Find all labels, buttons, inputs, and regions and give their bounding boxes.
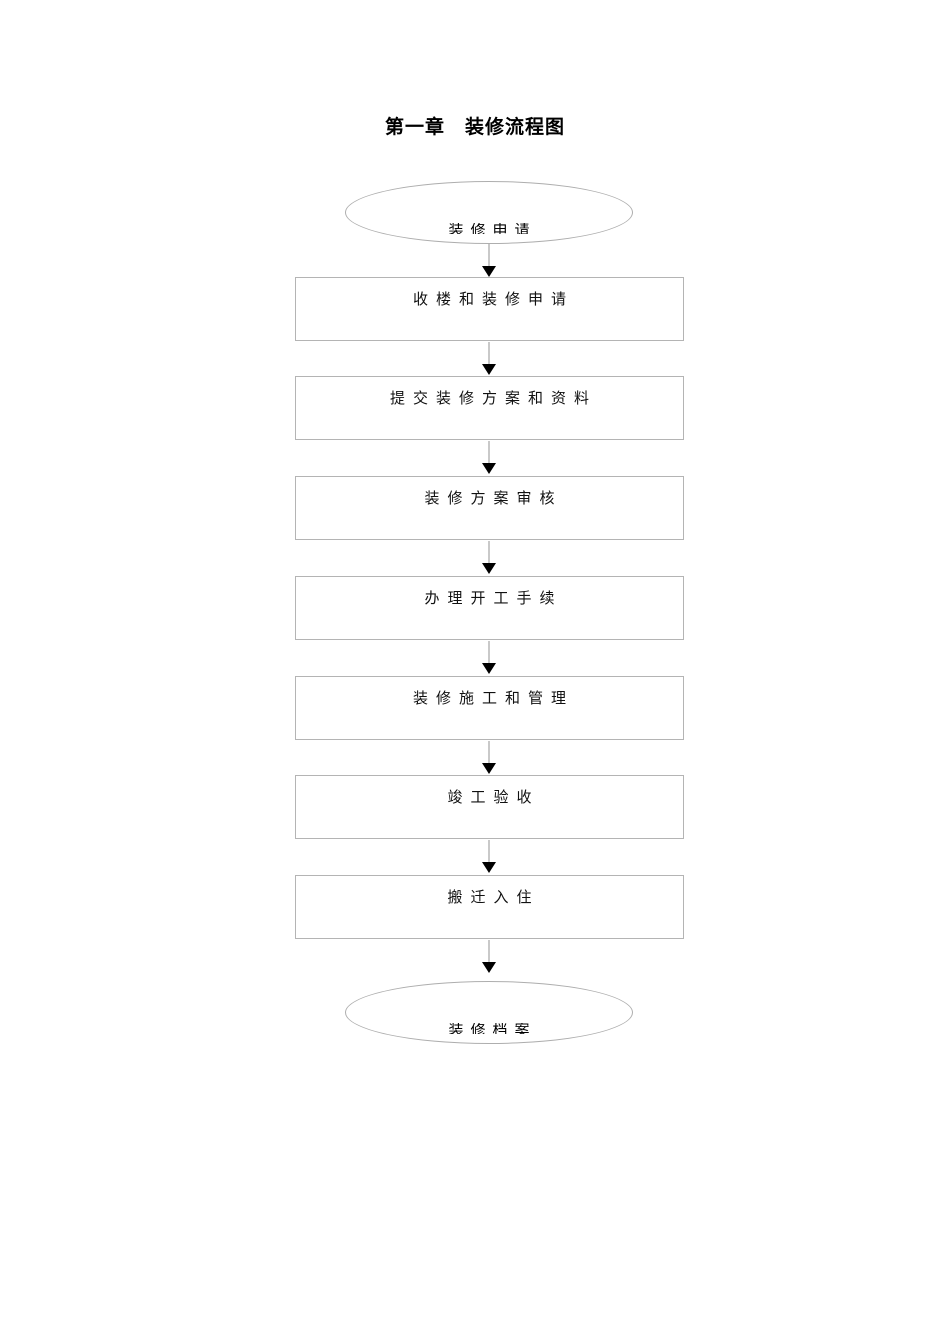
flow-node-step5-label: 装修施工和管理	[412, 689, 574, 707]
flow-node-step4-label: 办理开工手续	[424, 589, 563, 607]
flow-node-end-label: 装修档案	[448, 1023, 537, 1034]
flow-connector-step6-step7	[482, 840, 496, 873]
flow-connector-step7-end	[482, 940, 496, 973]
flow-node-step7-label: 搬迁入住	[447, 888, 540, 906]
arrow-head-icon	[482, 463, 496, 474]
flow-node-step5: 装修施工和管理	[295, 676, 684, 740]
arrow-head-icon	[482, 862, 496, 873]
arrow-head-icon	[482, 663, 496, 674]
flow-connector-step5-step6	[482, 741, 496, 774]
page-title: 第一章 装修流程图	[384, 116, 565, 138]
flow-node-step3: 装修方案审核	[295, 476, 684, 540]
flow-node-start-label: 装修申请	[448, 223, 537, 234]
arrow-head-icon	[482, 266, 496, 277]
flow-node-start: 装修申请	[345, 181, 633, 244]
flow-connector-step4-step5	[482, 641, 496, 674]
arrow-head-icon	[482, 364, 496, 375]
arrow-head-icon	[482, 563, 496, 574]
flow-node-step6-label: 竣工验收	[447, 788, 540, 806]
flow-node-step3-label: 装修方案审核	[424, 489, 563, 507]
flow-connector-start-step1	[482, 244, 496, 277]
flow-connector-step3-step4	[482, 541, 496, 574]
flow-node-step1: 收楼和装修申请	[295, 277, 684, 341]
flow-node-step6: 竣工验收	[295, 775, 684, 839]
flow-node-step2: 提交装修方案和资料	[295, 376, 684, 440]
flow-connector-step1-step2	[482, 342, 496, 375]
flow-node-step4: 办理开工手续	[295, 576, 684, 640]
flow-node-step7: 搬迁入住	[295, 875, 684, 939]
flow-node-end: 装修档案	[345, 981, 633, 1044]
arrow-head-icon	[482, 763, 496, 774]
flow-node-step2-label: 提交装修方案和资料	[389, 389, 597, 407]
arrow-head-icon	[482, 962, 496, 973]
flow-connector-step2-step3	[482, 441, 496, 474]
flow-node-step1-label: 收楼和装修申请	[412, 290, 574, 308]
